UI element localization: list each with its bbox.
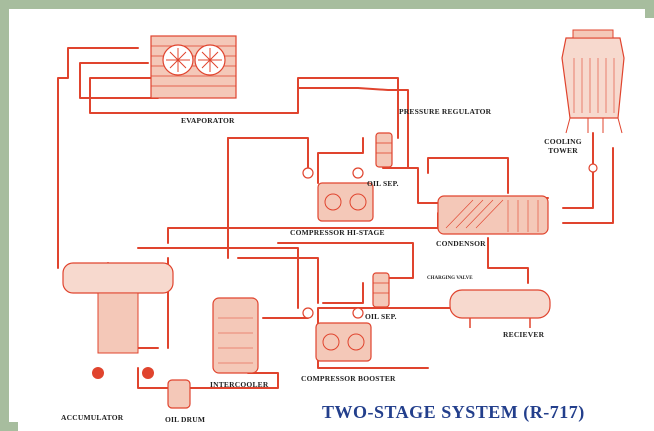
pipe-booster-discharge: [323, 283, 363, 303]
label-cooling-tower: COOLING TOWER: [537, 137, 589, 155]
accumulator-unit: [63, 263, 173, 379]
label-charging-valve: CHARGING VALVE: [427, 274, 473, 283]
label-compressor-booster: COMPRESSOR BOOSTER: [301, 374, 396, 383]
evaporator-unit: [151, 36, 236, 98]
pipe-tower-return: [563, 148, 613, 223]
pipe-to-condensor: [428, 158, 508, 193]
reciever-unit: [450, 290, 550, 328]
oil-separator-booster-unit: [373, 273, 389, 307]
label-condensor: CONDENSOR: [436, 239, 486, 248]
label-cooling-tower-line1: COOLING: [537, 137, 589, 146]
cooling-tower-unit: [562, 30, 624, 133]
label-evaporator: EVAPORATOR: [181, 116, 235, 125]
label-oil-sep-hi: OIL SEP.: [367, 179, 399, 188]
label-pressure-regulator: PRESSURE REGULATOR: [399, 107, 491, 116]
oil-separator-hi-unit: [376, 133, 392, 167]
label-cooling-tower-line2: TOWER: [537, 146, 589, 155]
label-reciever: RECIEVER: [503, 330, 544, 339]
diagram-title: TWO-STAGE SYSTEM (R-717): [322, 402, 585, 423]
pipe-hi-stage-suction: [228, 138, 308, 173]
compressor-hi-stage-unit: [318, 183, 373, 221]
compressor-booster-unit: [316, 323, 371, 361]
pipe-intercooler-link: [238, 258, 318, 303]
pipe-evaporator-left: [58, 48, 138, 268]
pipe-condensor-to-receiver: [488, 238, 528, 283]
label-accumulator: ACCUMULATOR: [61, 413, 123, 422]
label-compressor-hi-stage: COMPRESSOR HI-STAGE: [290, 228, 385, 237]
refrigeration-schematic: [18, 18, 654, 431]
diagram-canvas: EVAPORATOR PRESSURE REGULATOR COOLING TO…: [18, 18, 654, 431]
intercooler-unit: [213, 298, 258, 373]
oil-drum-unit: [168, 380, 190, 408]
label-oil-drum: OIL DRUM: [165, 415, 205, 424]
pipe-evaporator-feed: [80, 63, 158, 98]
label-intercooler: INTERCOOLER: [210, 380, 268, 389]
label-oil-sep-booster: OIL SEP.: [365, 312, 397, 321]
condensor-unit: [438, 196, 548, 234]
